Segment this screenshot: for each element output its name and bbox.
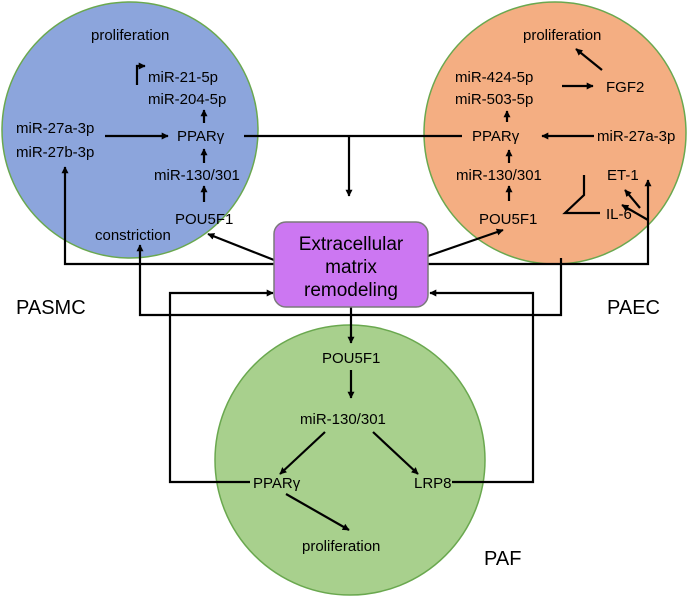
ecm-line1: Extracellular — [299, 234, 404, 255]
paec-mir130: miR-130/301 — [456, 167, 542, 184]
pasmc-ppar: PPARγ — [177, 128, 225, 145]
paf-proliferation: proliferation — [302, 538, 380, 555]
pasmc-mir27b: miR-27b-3p — [16, 144, 94, 161]
paec-et1: ET-1 — [607, 167, 639, 184]
pasmc-mir204: miR-204-5p — [148, 91, 226, 108]
arrow-ecm-to-mir27b — [61, 166, 274, 266]
paec-fgf2: FGF2 — [606, 79, 644, 96]
region-label-paf: PAF — [484, 548, 521, 570]
arrow-mir130-to-lrp8 — [372, 431, 419, 475]
pasmc-mir21: miR-21-5p — [148, 69, 218, 86]
paec-proliferation: proliferation — [523, 27, 601, 44]
pasmc-mir130: miR-130/301 — [154, 167, 240, 184]
arrow-lrp8-to-ecm — [429, 289, 535, 484]
paec-mir27a: miR-27a-3p — [597, 128, 675, 145]
arrow-mir130-to-ppar-paf — [279, 431, 326, 475]
arrow-et1-feedback — [624, 189, 641, 209]
paf-pou: POU5F1 — [322, 350, 380, 367]
paec-mir424: miR-424-5p — [455, 69, 533, 86]
paf-lrp8: LRP8 — [414, 475, 452, 492]
arrow-mir21-to-proliferation — [135, 62, 146, 85]
pasmc-proliferation: proliferation — [91, 27, 169, 44]
pasmc-pou: POU5F1 — [175, 211, 233, 228]
ecm-box — [273, 221, 429, 308]
paec-pou: POU5F1 — [479, 211, 537, 228]
arrow-ecm-to-il6 — [428, 179, 652, 266]
pasmc-mir27a: miR-27a-3p — [16, 120, 94, 137]
region-label-paec: PAEC — [607, 297, 660, 319]
ecm-line2: matrix — [325, 257, 377, 278]
paec-mir503: miR-503-5p — [455, 91, 533, 108]
paf-ppar: PPARγ — [253, 475, 301, 492]
region-label-pasmc: PASMC — [16, 297, 86, 319]
arrow-fgf2-to-proliferation — [575, 48, 603, 71]
connectors — [61, 48, 652, 531]
pasmc-constriction: constriction — [95, 227, 171, 244]
arrow-ecm-to-pou-paec — [427, 228, 504, 258]
et1-il6-junction — [562, 175, 600, 215]
ecm-line3: remodeling — [304, 280, 398, 301]
paec-il6: IL-6 — [606, 206, 632, 223]
paec-ppar: PPARγ — [472, 128, 520, 145]
arrow-il6-line — [621, 204, 649, 221]
arrow-ppar-paf-to-ecm — [168, 289, 274, 484]
arrow-ecm-to-pou-pasmc — [207, 232, 275, 262]
arrow-ppar-to-proliferation — [285, 493, 350, 531]
paf-mir130: miR-130/301 — [300, 411, 386, 428]
